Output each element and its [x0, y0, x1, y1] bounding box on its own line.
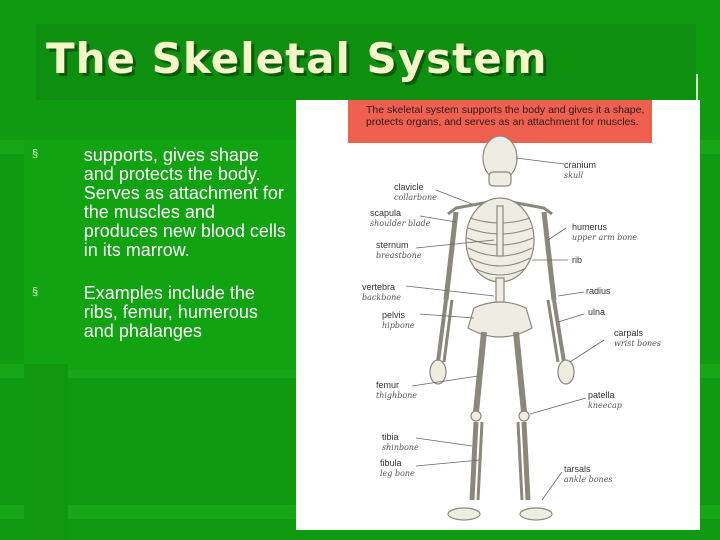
label-radius: radius [586, 286, 611, 296]
label-ulna: ulna [588, 307, 606, 317]
bullet-item: § Examples include the ribs, femur, hume… [30, 284, 292, 341]
figure-caption: The skeletal system supports the body an… [366, 104, 645, 128]
bullet-list: § supports, gives shape and protects the… [30, 146, 292, 365]
skeleton-illustration [405, 135, 605, 521]
title-bar [36, 24, 696, 100]
bullet-item: § supports, gives shape and protects the… [30, 146, 292, 260]
pelvis-shape [467, 301, 533, 338]
right-foot-shape [519, 507, 553, 521]
jaw-shape [488, 171, 512, 187]
sternum-shape [496, 205, 504, 257]
left-patella-shape [470, 410, 482, 422]
left-foot-shape [447, 507, 481, 521]
left-hand-shape [429, 359, 447, 385]
right-hand-shape [557, 359, 575, 385]
slide-title: The Skeletal System [46, 34, 548, 83]
bullet-text: Examples include the ribs, femur, humero… [83, 283, 258, 341]
label-rib: rib [572, 255, 583, 265]
right-patella-shape [518, 410, 530, 422]
bullet-panel-lower [24, 364, 68, 540]
skeleton-figure: The skeletal system supports the body an… [296, 100, 700, 530]
bullet-marker: § [32, 286, 39, 298]
bullet-text: supports, gives shape and protects the b… [83, 145, 286, 260]
bullet-marker: § [32, 148, 39, 160]
bullet-panel [24, 140, 296, 370]
